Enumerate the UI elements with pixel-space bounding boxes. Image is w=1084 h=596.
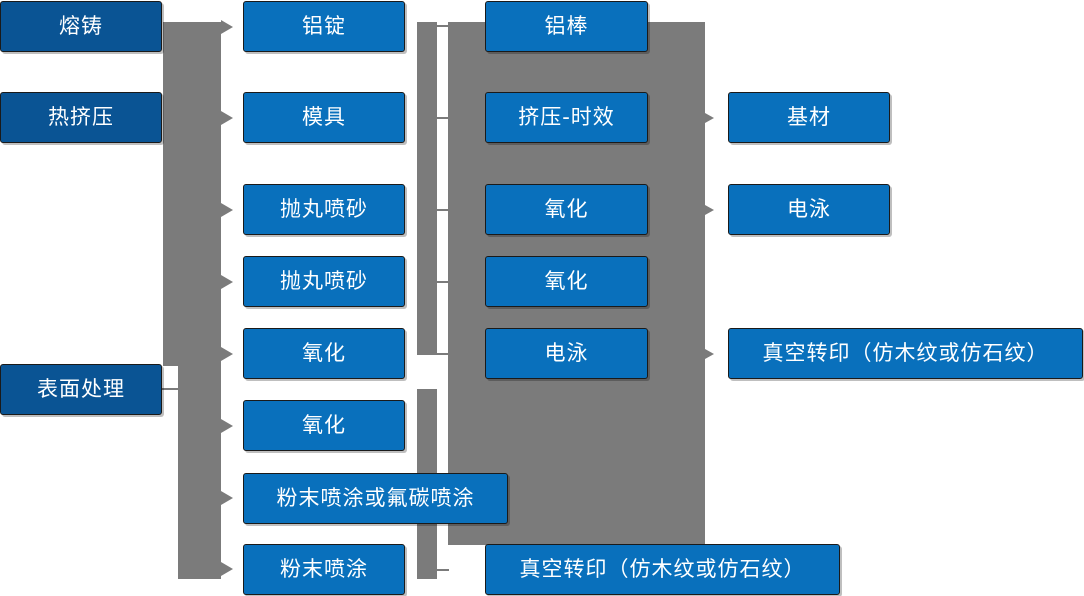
connector-left-spine-upper	[163, 22, 221, 366]
process-label-powder-coating: 粉末喷涂	[280, 556, 368, 581]
arrow-to-shot-blast-1	[221, 203, 233, 217]
process-box-shot-blast-2[interactable]: 抛丸喷砂	[243, 256, 405, 307]
connector-surface-stub	[162, 388, 182, 390]
process-box-vacuum-transfer-mid[interactable]: 真空转印（仿木纹或仿石纹）	[485, 544, 840, 595]
arrow-to-electrophoresis	[705, 205, 714, 215]
process-label-aluminum-bar: 铝棒	[544, 13, 589, 38]
arrow-to-oxidation-a	[221, 347, 233, 361]
stage-box-surface-treatment[interactable]: 表面处理	[0, 364, 162, 415]
arrow-stem-electrophoresis	[700, 209, 708, 211]
arrow-to-oxidation-b	[221, 419, 233, 433]
process-label-shot-blast-1: 抛丸喷砂	[280, 196, 368, 221]
process-box-powder-or-fluorocarbon[interactable]: 粉末喷涂或氟碳喷涂	[243, 473, 508, 524]
arrow-to-base-material	[705, 113, 714, 123]
stage-box-hot-extrusion[interactable]: 热挤压	[0, 92, 162, 143]
output-label-base-material: 基材	[787, 104, 831, 129]
output-box-base-material[interactable]: 基材	[728, 92, 890, 143]
arrow-to-powder-coating	[221, 562, 233, 576]
process-label-mold: 模具	[302, 104, 346, 129]
process-box-oxidation-c[interactable]: 氧化	[485, 184, 648, 235]
arrow-to-vacuum-transfer	[705, 349, 714, 359]
arrow-to-aluminum-ingot	[221, 20, 233, 34]
process-box-mold[interactable]: 模具	[243, 92, 405, 143]
arrow-stem-base-material	[700, 117, 708, 119]
process-label-aluminum-ingot: 铝锭	[302, 13, 346, 38]
connector-left-spine-bridge	[163, 360, 178, 366]
stage-box-melting-casting[interactable]: 熔铸	[0, 1, 162, 52]
arrow-stem-vacuum-transfer	[700, 353, 708, 355]
stage-label-surface-treatment: 表面处理	[37, 376, 125, 401]
tie-line-row-5	[437, 353, 449, 355]
process-label-vacuum-transfer-mid: 真空转印（仿木纹或仿石纹）	[519, 556, 806, 581]
process-label-oxidation-b: 氧化	[302, 412, 346, 437]
output-label-electrophoresis: 电泳	[787, 196, 831, 221]
tie-line-row-2	[437, 117, 449, 119]
stage-label-melting-casting: 熔铸	[59, 13, 103, 38]
output-label-vacuum-transfer: 真空转印（仿木纹或仿石纹）	[762, 340, 1049, 365]
tie-line-row-1	[437, 25, 449, 27]
process-box-aluminum-ingot[interactable]: 铝锭	[243, 1, 405, 52]
process-label-oxidation-c: 氧化	[544, 196, 589, 221]
process-label-shot-blast-2: 抛丸喷砂	[280, 268, 368, 293]
tie-line-row-6	[437, 569, 449, 571]
process-box-aluminum-bar[interactable]: 铝棒	[485, 1, 648, 52]
process-label-electrophoresis-mid: 电泳	[544, 340, 589, 365]
process-box-oxidation-d[interactable]: 氧化	[485, 256, 648, 307]
arrow-to-shot-blast-2	[221, 275, 233, 289]
process-box-extrusion-aging[interactable]: 挤压-时效	[485, 92, 648, 143]
connector-mid-bar-upper	[417, 22, 437, 355]
process-box-shot-blast-1[interactable]: 抛丸喷砂	[243, 184, 405, 235]
process-box-oxidation-b[interactable]: 氧化	[243, 400, 405, 451]
tie-line-row-4	[437, 281, 449, 283]
process-box-electrophoresis-mid[interactable]: 电泳	[485, 328, 648, 379]
stage-label-hot-extrusion: 热挤压	[48, 104, 114, 129]
arrow-to-powder-or-fluorocarbon	[221, 491, 233, 505]
process-box-powder-coating[interactable]: 粉末喷涂	[243, 544, 405, 595]
process-label-extrusion-aging: 挤压-时效	[518, 104, 615, 129]
arrow-to-mold	[221, 111, 233, 125]
connector-left-spine-lower	[178, 366, 221, 579]
process-box-oxidation-a[interactable]: 氧化	[243, 328, 405, 379]
process-label-oxidation-d: 氧化	[544, 268, 589, 293]
process-label-oxidation-a: 氧化	[302, 340, 346, 365]
output-box-vacuum-transfer[interactable]: 真空转印（仿木纹或仿石纹）	[728, 328, 1083, 379]
tie-line-row-3	[437, 209, 449, 211]
output-box-electrophoresis[interactable]: 电泳	[728, 184, 890, 235]
process-label-powder-or-fluorocarbon: 粉末喷涂或氟碳喷涂	[276, 485, 475, 510]
